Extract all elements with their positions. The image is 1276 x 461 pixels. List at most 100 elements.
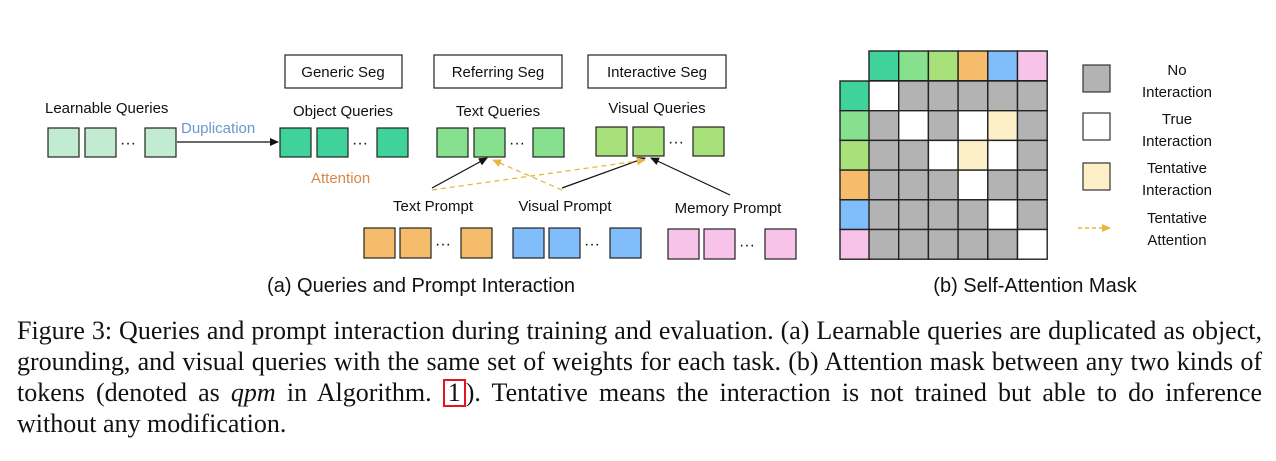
mask-cell-none xyxy=(898,80,930,112)
ellipsis: ··· xyxy=(509,135,525,152)
legend-true-interaction-swatch xyxy=(1082,112,1111,141)
mask-cell-true xyxy=(957,109,989,142)
mask-cell-none xyxy=(957,80,989,112)
mask-cell-none xyxy=(898,228,930,260)
visual-query-token xyxy=(632,126,665,157)
figure-3-diagram: Learnable Queries ··· Duplication Generi… xyxy=(45,50,1212,297)
mask-column-token xyxy=(957,50,989,82)
ellipsis: ··· xyxy=(584,236,600,253)
mask-cell-none xyxy=(987,169,1019,201)
mask-cell-none xyxy=(868,169,900,201)
memory-prompt-token xyxy=(764,228,797,260)
mask-cell-none xyxy=(898,139,930,171)
caption-text-part2: in Algorithm. xyxy=(275,378,443,407)
legend-true-interaction-line1: True xyxy=(1162,111,1192,128)
memory-prompt-token xyxy=(667,228,700,260)
caption-math-qpm: qpm xyxy=(230,378,276,407)
object-query-token xyxy=(279,127,312,158)
interactive-seg-box xyxy=(587,54,727,89)
mask-cell-true xyxy=(1016,228,1048,260)
mask-cell-none xyxy=(927,199,959,231)
mask-cell-none xyxy=(927,228,959,260)
panel-a-caption: (a) Queries and Prompt Interaction xyxy=(267,275,575,297)
mask-cell-true xyxy=(957,169,989,201)
mask-cell-none xyxy=(1016,80,1048,112)
interactive-seg-label: Interactive Seg xyxy=(607,64,707,81)
ellipsis: ··· xyxy=(352,135,368,152)
text-query-token xyxy=(473,127,506,158)
learnable-query-tokens: ··· xyxy=(47,127,177,158)
mask-cell-true xyxy=(927,139,959,171)
mask-cell-none xyxy=(1016,139,1048,171)
panel-b: No Interaction True Interaction Tentativ… xyxy=(839,50,1212,297)
mask-cell-none xyxy=(868,199,900,231)
text-query-tokens: ··· xyxy=(436,127,565,158)
object-queries-label: Object Queries xyxy=(293,103,393,120)
learnable-queries-label: Learnable Queries xyxy=(45,100,168,117)
ellipsis: ··· xyxy=(668,134,684,151)
visual-query-tokens: ··· xyxy=(595,126,725,157)
ellipsis: ··· xyxy=(120,135,136,152)
duplication-label: Duplication xyxy=(181,120,255,137)
mask-cell-none xyxy=(1016,199,1048,231)
mask-row-token xyxy=(839,199,871,231)
mask-cell-none xyxy=(1016,109,1048,142)
mask-column-token xyxy=(868,50,900,82)
object-query-token xyxy=(376,127,409,158)
attention-label: Attention xyxy=(311,170,370,187)
memory-prompt-label: Memory Prompt xyxy=(675,200,783,217)
tentative-attention-text-prompt-arrow xyxy=(431,157,646,191)
mask-cell-none xyxy=(927,109,959,142)
legend-tentative-attention-line1: Tentative xyxy=(1147,210,1207,227)
self-attention-mask-matrix xyxy=(839,50,1048,260)
visual-prompt-token xyxy=(512,227,545,259)
mask-cell-none xyxy=(1016,169,1048,201)
legend-tentative-interaction-line2: Interaction xyxy=(1142,182,1212,199)
algorithm-reference-link[interactable]: 1 xyxy=(442,379,466,407)
mask-cell-tentative xyxy=(957,139,989,171)
mask-column-token xyxy=(987,50,1019,82)
mask-cell-none xyxy=(957,199,989,231)
mask-cell-none xyxy=(898,169,930,201)
visual-prompt-token xyxy=(548,227,581,259)
legend-tentative-interaction-line1: Tentative xyxy=(1147,160,1207,177)
memory-prompt-token xyxy=(703,228,736,260)
mask-column-token xyxy=(898,50,930,82)
mask-row-token xyxy=(839,139,871,171)
referring-seg-label: Referring Seg xyxy=(452,64,545,81)
figure-caption: Figure 3: Queries and prompt interaction… xyxy=(17,315,1262,439)
text-prompt-token xyxy=(460,227,493,259)
generic-seg-box xyxy=(284,54,403,89)
legend-true-interaction-line2: Interaction xyxy=(1142,133,1212,150)
legend-no-interaction-swatch xyxy=(1082,64,1111,93)
legend-tentative-attention-line2: Attention xyxy=(1147,232,1206,249)
visual-prompt-to-visual-query-arrow xyxy=(561,156,646,189)
text-prompt-token xyxy=(363,227,396,259)
panel-b-caption: (b) Self-Attention Mask xyxy=(933,275,1137,297)
text-query-token xyxy=(532,127,565,158)
legend-no-interaction-line2: Interaction xyxy=(1142,84,1212,101)
object-query-tokens: ··· xyxy=(279,127,409,158)
memory-prompt-tokens: ··· xyxy=(667,228,797,260)
mask-cell-none xyxy=(868,109,900,142)
learnable-query-token xyxy=(47,127,80,158)
visual-queries-label: Visual Queries xyxy=(608,100,705,117)
visual-prompt-label: Visual Prompt xyxy=(518,198,612,215)
text-prompt-label: Text Prompt xyxy=(393,198,474,215)
mask-cell-true xyxy=(987,139,1019,171)
legend-tentative-interaction-swatch xyxy=(1082,162,1111,191)
mask-cell-none xyxy=(927,80,959,112)
mask-row-token xyxy=(839,169,871,201)
mask-cell-none xyxy=(987,228,1019,260)
mask-column-token xyxy=(1016,50,1048,82)
object-query-token xyxy=(316,127,349,158)
memory-prompt-to-visual-query-arrow xyxy=(650,157,731,196)
visual-prompt-tokens: ··· xyxy=(512,227,642,259)
visual-query-token xyxy=(692,126,725,157)
visual-prompt-token xyxy=(609,227,642,259)
mask-cell-true xyxy=(868,80,900,112)
text-prompt-token xyxy=(399,227,432,259)
panel-a: Learnable Queries ··· Duplication Generi… xyxy=(45,54,797,297)
generic-seg-label: Generic Seg xyxy=(301,64,384,81)
mask-cell-true xyxy=(987,199,1019,231)
